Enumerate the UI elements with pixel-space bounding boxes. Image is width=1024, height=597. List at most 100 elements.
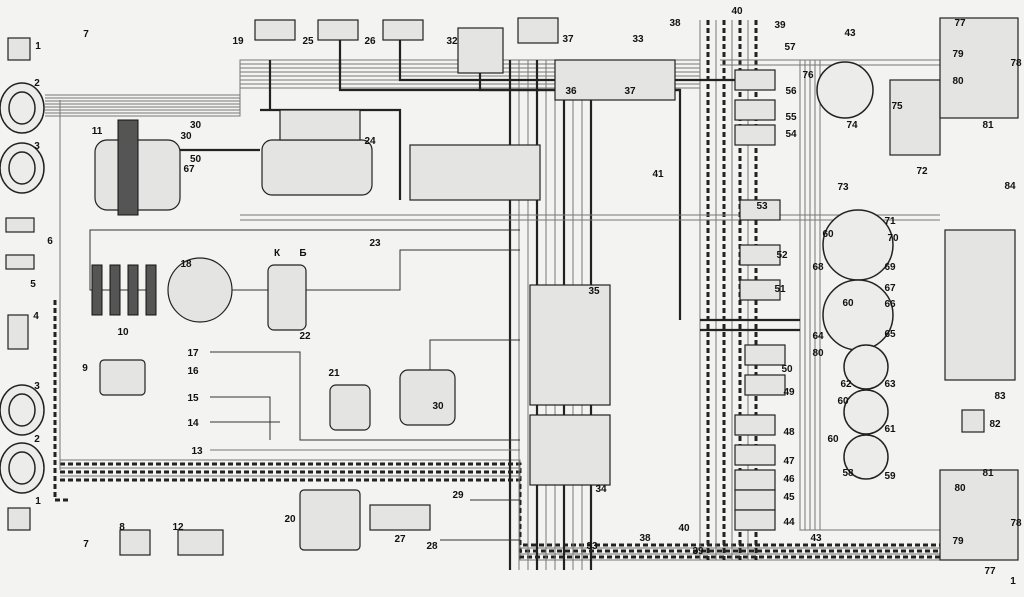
label-3: 3 [34,381,40,392]
fuse-box-34 [529,414,611,486]
label-82: 82 [989,419,1001,430]
label-23: 23 [369,238,381,249]
voltage-regulator [99,359,146,396]
relay-32 [457,27,504,74]
relay-37 [517,17,559,44]
label-80: 80 [952,76,964,87]
relay-25 [317,19,359,41]
label-14: 14 [187,418,199,429]
label-39: 39 [692,546,704,557]
headlight-left-top [0,82,45,194]
label-39: 39 [774,20,786,31]
label-73: 73 [837,182,849,193]
label-33: 33 [586,541,598,552]
switch [739,244,781,266]
terminal-label: 50 [190,154,202,165]
side-lamp-top [7,37,31,61]
label-69: 69 [884,262,896,273]
label-80: 80 [954,483,966,494]
label-59: 59 [884,471,896,482]
tachometer [822,209,894,281]
label-47: 47 [783,456,795,467]
label-79: 79 [952,536,964,547]
label-79: 79 [952,49,964,60]
label-7: 7 [83,29,89,40]
label-55: 55 [785,112,797,123]
label-51: 51 [774,284,786,295]
tail-lamp-top [939,17,1019,119]
label-21: 21 [328,368,340,379]
label-40: 40 [731,6,743,17]
wire [440,499,520,541]
label-45: 45 [783,492,795,503]
switch [734,69,776,91]
label-83: 83 [994,391,1006,402]
switch [734,444,776,466]
label-26: 26 [364,36,376,47]
label-70: 70 [887,233,899,244]
label-4: 4 [33,311,39,322]
alternator [94,119,181,216]
label-41: 41 [652,169,664,180]
label-22: 22 [299,331,311,342]
label-60: 60 [837,396,849,407]
label-58: 58 [842,468,854,479]
label-16: 16 [187,366,199,377]
label-40: 40 [678,523,690,534]
gauge-59 [843,434,889,480]
label-36: 36 [565,86,577,97]
heater-motor [369,504,431,531]
label-60: 60 [822,229,834,240]
label-38: 38 [639,533,651,544]
side-lamp-bottom [7,507,31,531]
label-19: 19 [232,36,244,47]
label-17: 17 [187,348,199,359]
label-54: 54 [785,129,797,140]
label-43: 43 [844,28,856,39]
label-25: 25 [302,36,314,47]
distributor [167,257,233,323]
switch [734,509,776,531]
label-56: 56 [785,86,797,97]
wire [819,60,940,531]
lamp-82 [961,409,985,433]
label-29: 29 [452,490,464,501]
label-10: 10 [117,327,129,338]
starter-motor [261,109,373,196]
label-6: 6 [47,236,53,247]
wire [230,249,520,291]
relay-26 [382,19,424,41]
label-9: 9 [82,363,88,374]
label-49: 49 [783,387,795,398]
label-61: 61 [884,424,896,435]
switch [734,414,776,436]
label-28: 28 [426,541,438,552]
label-35: 35 [588,286,600,297]
washer-reservoir [299,489,361,551]
label-13: 13 [191,446,203,457]
fuse-box-35 [529,284,611,406]
label-46: 46 [783,474,795,485]
label-57: 57 [784,42,796,53]
speedometer [822,279,894,351]
rear-window-heater [944,229,1016,381]
label-75: 75 [891,101,903,112]
label-8: 8 [119,522,125,533]
relay-8 [119,529,151,556]
label-67: 67 [884,283,896,294]
heater-control-75 [889,79,941,156]
label-30: 30 [180,131,192,142]
label-1: 1 [35,41,41,52]
label-2: 2 [34,434,40,445]
label-34: 34 [595,484,607,495]
wire [210,351,520,441]
switch [739,279,781,301]
label-81: 81 [982,120,994,131]
label-84: 84 [1004,181,1016,192]
label-18: 18 [180,259,192,270]
clock-76 [816,61,874,119]
tail-lamp-bottom [939,469,1019,561]
label-37: 37 [562,34,574,45]
